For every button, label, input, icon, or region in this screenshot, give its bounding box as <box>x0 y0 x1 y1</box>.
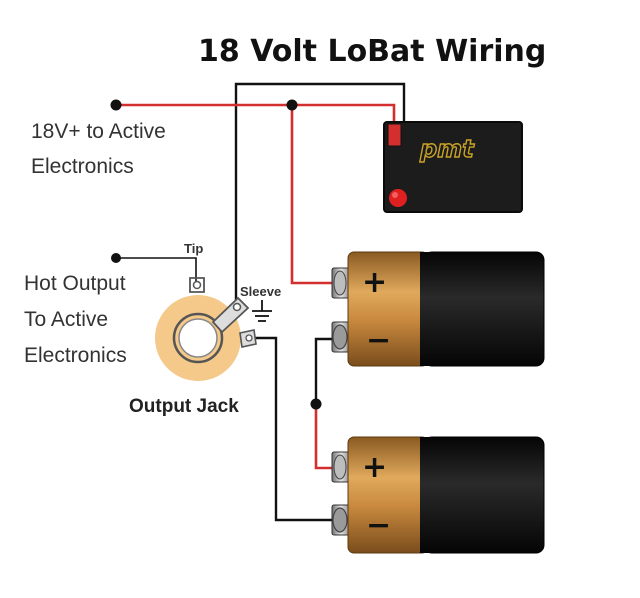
battery-2-minus: − <box>366 508 391 543</box>
wire-lobat-to-sleeve <box>234 82 406 300</box>
label-18v-line1: 18V+ to Active <box>31 120 166 143</box>
lobat-led <box>389 189 407 207</box>
wire-hot-output-to-tip <box>116 257 197 282</box>
label-hot-output-line1: Hot Output <box>24 272 126 295</box>
pmt-logo: pmt <box>419 135 475 163</box>
wire-battery1-minus-link <box>314 337 338 404</box>
diagram-title: 18 Volt LoBat Wiring <box>198 34 546 69</box>
label-tip: Tip <box>184 241 203 256</box>
battery-1-plus: + <box>362 265 387 300</box>
jack-ring-lug <box>239 329 257 348</box>
ground-symbol <box>252 300 272 322</box>
wire-red-to-battery2-plus <box>314 404 338 470</box>
junction-dot-hot-output <box>111 253 121 263</box>
junction-dot-18v <box>110 99 122 111</box>
output-jack <box>155 277 257 381</box>
battery-2: + − <box>331 436 545 554</box>
junction-dot-red <box>286 99 298 111</box>
jack-sleeve-lug <box>211 296 250 334</box>
label-18v-line2: Electronics <box>31 155 134 178</box>
jack-tip-lug <box>189 277 205 293</box>
battery-1-minus: − <box>366 323 391 358</box>
label-hot-output-line3: Electronics <box>24 344 127 367</box>
lobat-module: pmt <box>383 121 523 213</box>
label-output-jack: Output Jack <box>129 396 239 417</box>
wire-red-to-battery1-plus <box>290 105 336 285</box>
battery-2-plus: + <box>362 450 387 485</box>
wire-jack-to-battery2-minus <box>254 336 338 522</box>
label-hot-output-line2: To Active <box>24 308 108 331</box>
label-sleeve: Sleeve <box>240 284 281 299</box>
junction-dot-battery-link <box>310 398 322 410</box>
battery-1: + − <box>331 251 545 367</box>
